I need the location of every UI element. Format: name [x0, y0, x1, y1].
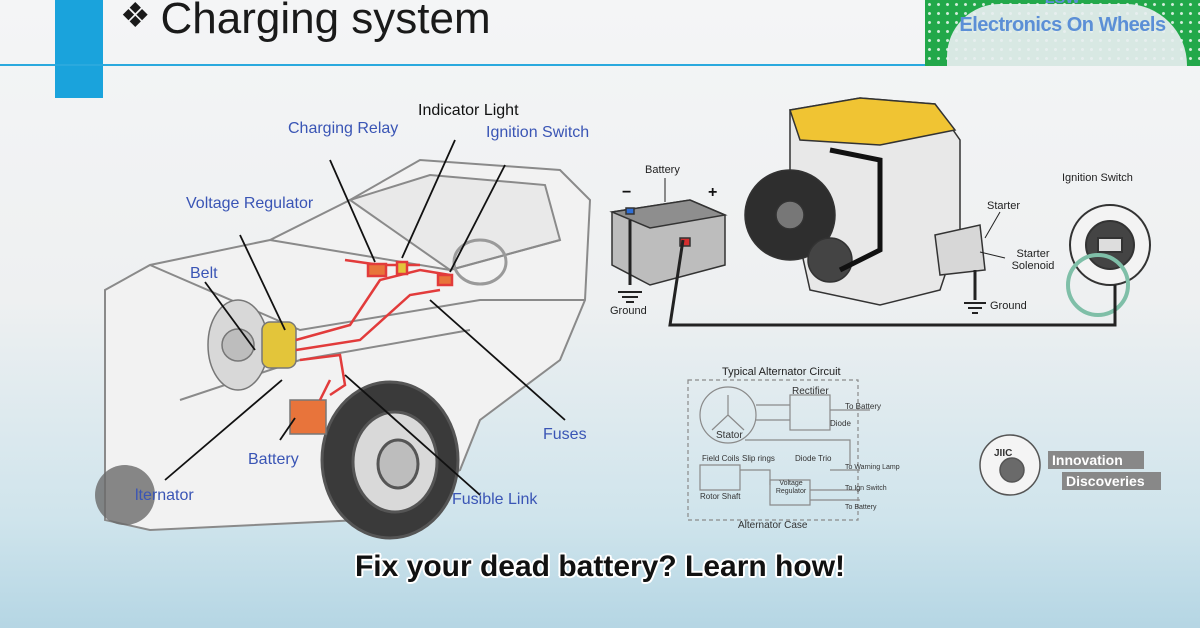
label-ignition-switch: Ignition Switch: [486, 124, 590, 141]
label-starter: Starter: [987, 200, 1021, 212]
watermark-logo-graphic: [979, 434, 1041, 496]
label-fuses: Fuses: [543, 426, 587, 443]
label-charging-relay: Charging Relay: [288, 120, 399, 137]
brand-logo: LSW Electronics On Wheels: [925, 0, 1200, 66]
logo-car-silhouette: [947, 4, 1187, 66]
engine-front: [207, 299, 327, 435]
label-voltage-regulator: Voltage Regulator: [186, 195, 314, 212]
label-diode-trio: Diode Trio: [795, 454, 832, 463]
watermark-line-1: Innovation: [1048, 451, 1144, 469]
label-to-ign-switch: To Ign Switch: [845, 485, 887, 492]
wiring-harness: [295, 258, 454, 401]
ground-symbols: [618, 291, 986, 314]
logo-text: Electronics On Wheels: [959, 14, 1166, 36]
steering-wheel: [452, 238, 508, 286]
label-ground-left: Ground: [610, 305, 647, 317]
label-rectifier: Rectifier: [792, 386, 829, 397]
watermark-logo-text: JIIC: [994, 448, 1013, 459]
label-belt: Belt: [190, 265, 218, 282]
caption-text: Fix your dead battery? Learn how!: [354, 550, 846, 583]
label-voltage-regulator-small: Voltage Regulator: [775, 480, 807, 495]
engine-block: [744, 97, 986, 306]
car-outline: [104, 158, 592, 532]
label-diode: Diode: [830, 419, 851, 428]
watermark-line-2: Discoveries: [1062, 472, 1161, 490]
label-fusible-link: Fusible Link: [452, 491, 538, 508]
wheel-front: [320, 380, 460, 540]
slide-title-text: Charging system: [160, 0, 491, 43]
label-plus-terminal: +: [708, 184, 718, 201]
label-alternator: lternator: [135, 487, 194, 504]
engine-wiring: [628, 220, 1117, 327]
label-rotor-shaft: Rotor Shaft: [700, 492, 741, 501]
ignition-switch-graphic: [1066, 204, 1151, 317]
label-starter-solenoid: Starter Solenoid: [1011, 248, 1055, 273]
battery-box: [609, 199, 728, 286]
title-accent-bar: [55, 0, 103, 98]
label-battery: Battery: [248, 451, 299, 468]
label-ground-right: Ground: [990, 300, 1027, 312]
label-indicator-light: Indicator Light: [418, 102, 519, 119]
slide-title: ❖ Charging system: [120, 0, 491, 44]
alternator-watermark-circle: [95, 465, 155, 525]
label-to-warning-lamp: To Warning Lamp: [845, 464, 900, 471]
car-leader-lines: [164, 139, 566, 496]
logo-top-text: LSW: [925, 0, 1200, 8]
label-minus-terminal: −: [622, 184, 632, 201]
title-underline: [0, 64, 925, 66]
alternator-schematic: [687, 379, 870, 521]
label-stator: Stator: [716, 430, 743, 441]
label-engine-ignition-switch: Ignition Switch: [1062, 172, 1133, 184]
alternator-circuit-title: Typical Alternator Circuit: [722, 366, 841, 378]
label-to-battery-2: To Battery: [845, 504, 877, 511]
label-engine-battery: Battery: [645, 164, 680, 176]
engine-leader-lines: [664, 178, 1006, 259]
label-to-battery: To Battery: [845, 402, 882, 411]
label-field-coils: Field Coils: [702, 454, 740, 463]
label-alternator-case: Alternator Case: [738, 520, 808, 531]
label-slip-rings: Slip rings: [742, 454, 775, 463]
diamond-bullet-icon: ❖: [120, 0, 151, 35]
